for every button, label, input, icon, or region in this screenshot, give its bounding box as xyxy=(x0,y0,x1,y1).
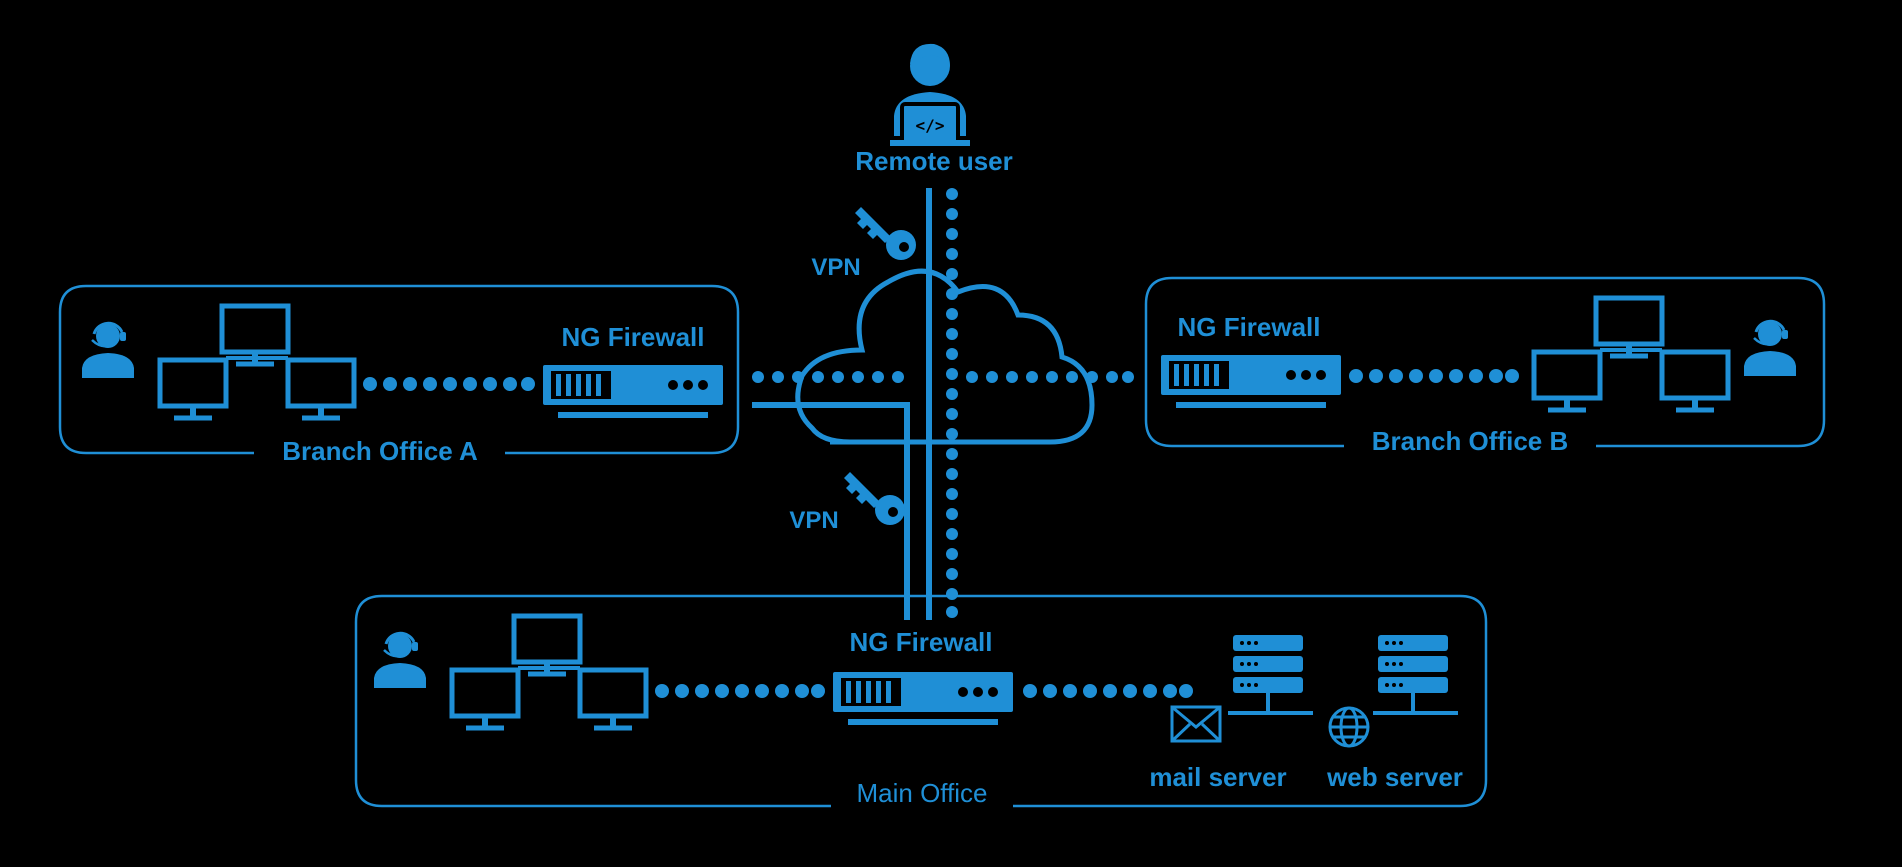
workstations-icon xyxy=(160,306,354,418)
headset-user-icon xyxy=(80,321,136,380)
firewall-icon xyxy=(833,672,1013,725)
main-office-box xyxy=(354,594,1488,808)
vpn-label-top: VPN xyxy=(811,254,860,281)
workstations-icon xyxy=(1534,298,1728,410)
web-server-label: web server xyxy=(1326,762,1463,792)
mail-server-icon xyxy=(1226,633,1315,715)
firewall-icon xyxy=(543,365,723,418)
svg-text:</>: </> xyxy=(916,116,945,135)
branch-b-title: Branch Office B xyxy=(1372,426,1569,456)
branch-office-b-box xyxy=(1144,276,1826,448)
envelope-icon xyxy=(1170,705,1222,743)
remote-user-label: Remote user xyxy=(855,146,1013,176)
vpn-label-bottom: VPN xyxy=(789,507,838,534)
branch-a-title: Branch Office A xyxy=(282,436,478,466)
main-office-title: Main Office xyxy=(856,778,987,808)
branch-office-a-box xyxy=(58,284,740,455)
connection-branch-a-b xyxy=(752,371,1134,383)
headset-user-icon xyxy=(372,631,428,690)
vpn-tunnel-branch-a xyxy=(752,402,910,620)
cloud-icon xyxy=(795,268,1095,445)
mail-server-label: mail server xyxy=(1149,762,1286,792)
firewall-icon xyxy=(1161,355,1341,408)
web-server-icon xyxy=(1371,633,1460,715)
branch-b-lan-link xyxy=(1349,369,1519,383)
main-lan-link xyxy=(655,684,825,698)
connection-remote-main xyxy=(946,188,958,618)
branch-a-lan-link xyxy=(363,377,535,391)
remote-user-icon: </> xyxy=(890,43,970,146)
headset-user-icon xyxy=(1742,319,1798,378)
globe-icon xyxy=(1328,706,1370,748)
main-firewall-label: NG Firewall xyxy=(849,627,992,657)
branch-a-firewall-label: NG Firewall xyxy=(561,322,704,352)
branch-b-firewall-label: NG Firewall xyxy=(1177,312,1320,342)
workstations-icon xyxy=(452,616,646,728)
key-icon xyxy=(855,207,916,260)
key-icon xyxy=(844,472,905,525)
main-dmz-link xyxy=(1023,684,1193,698)
